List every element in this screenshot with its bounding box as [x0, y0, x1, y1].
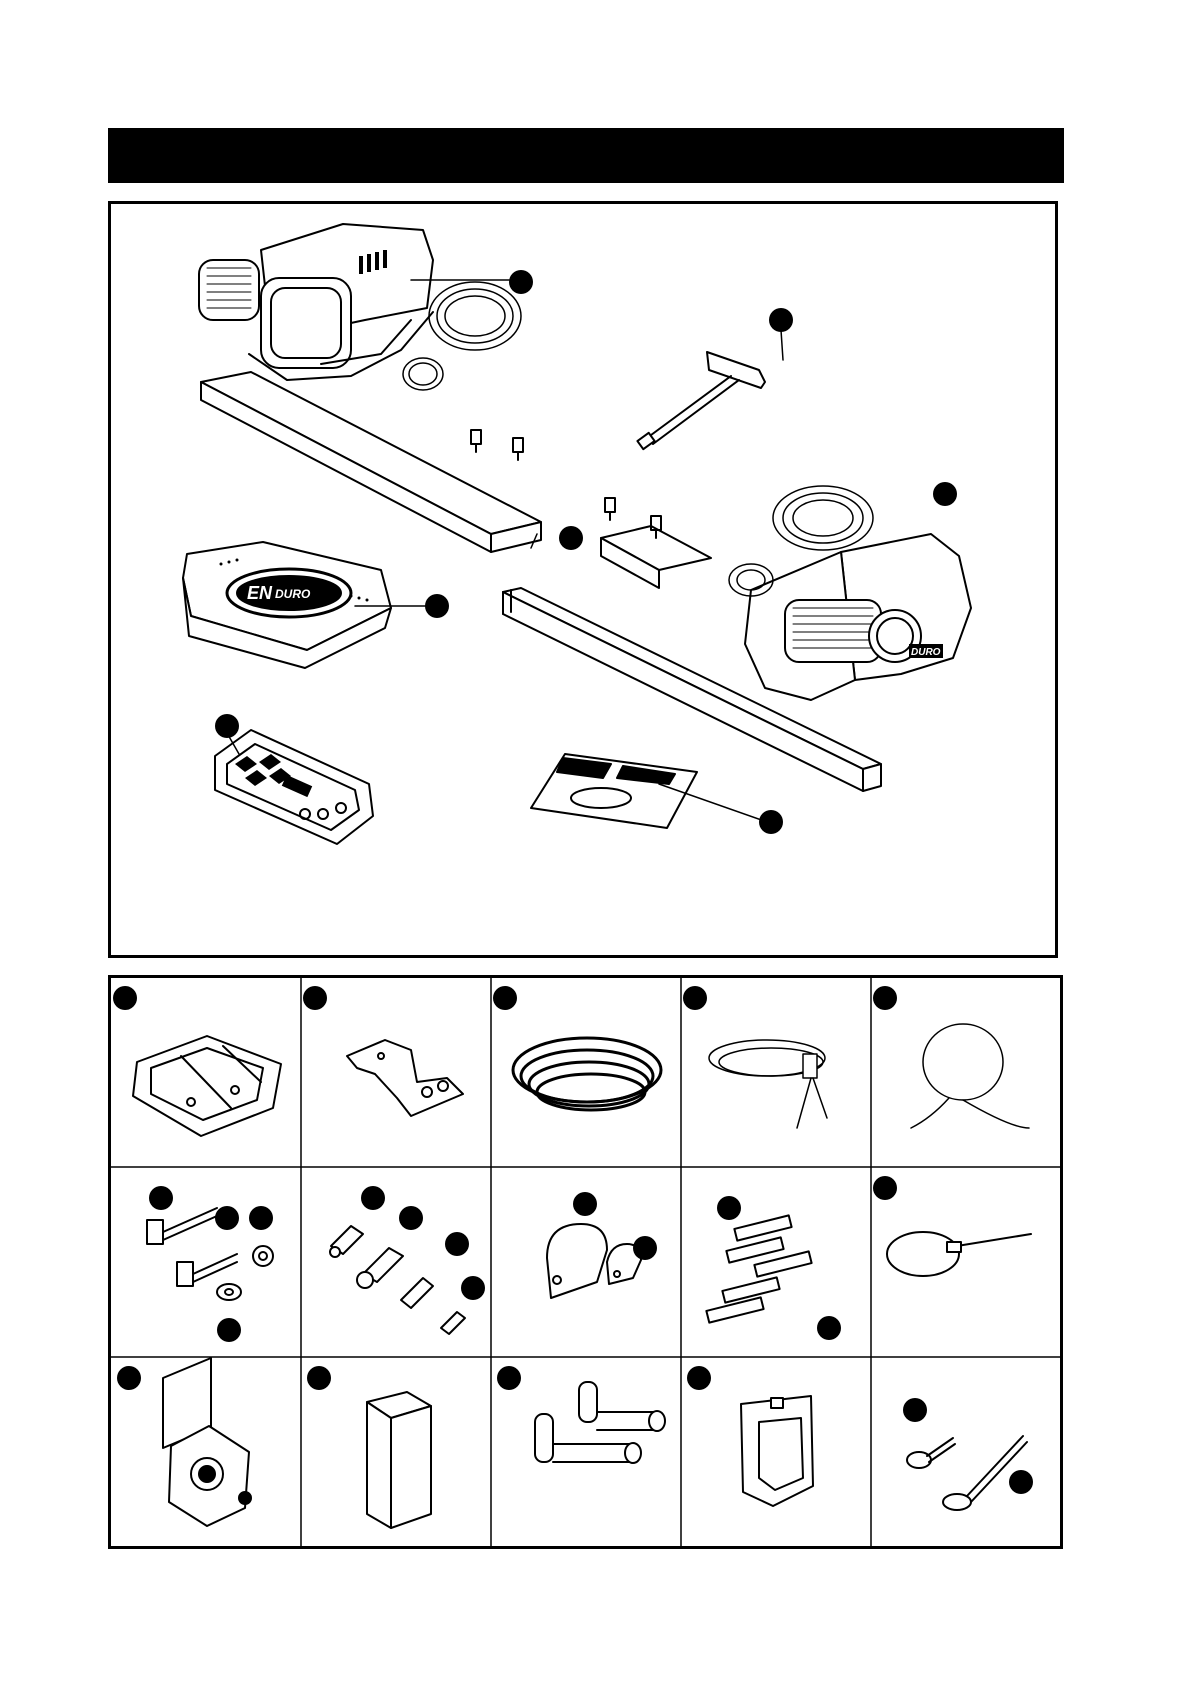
part-cable-spacers — [706, 1215, 811, 1322]
part-cable-lugs — [330, 1226, 465, 1334]
part-tube-stops — [535, 1382, 665, 1463]
parts-grid — [108, 975, 1063, 1549]
assembly-illustration: DURO EN DURO — [111, 204, 1055, 955]
left-cross-tube — [201, 372, 541, 552]
callout-marker-cross-tube — [559, 526, 583, 550]
part-corrugated-conduit — [513, 1038, 661, 1110]
part-cable-with-connector — [709, 1040, 827, 1128]
part-mounting-plate — [133, 1036, 281, 1136]
part-earth-cable — [911, 1024, 1029, 1128]
part-screws — [907, 1436, 1027, 1510]
motor-brand-label: DURO — [911, 647, 941, 658]
control-box: EN DURO — [183, 542, 391, 668]
manual-booklet — [531, 754, 697, 828]
parts-grid-illustration — [111, 978, 1060, 1546]
remote-control — [215, 730, 373, 844]
left-motor-unit — [199, 224, 433, 380]
callout-marker-manual — [759, 810, 783, 834]
callout-marker-left-motor — [509, 270, 533, 294]
part-p-clips — [547, 1224, 641, 1298]
control-box-logo-en: EN — [247, 583, 273, 603]
section-header-bar — [108, 128, 1064, 183]
control-box-logo-duro: DURO — [275, 587, 311, 601]
part-remote-holder — [741, 1396, 813, 1506]
tube-clamp-bolts-left — [471, 430, 523, 460]
callout-marker-remote — [215, 714, 239, 738]
callout-marker-control-box — [425, 594, 449, 618]
callout-marker-wrench — [769, 308, 793, 332]
main-assembly-panel: DURO EN DURO — [108, 201, 1058, 958]
part-isolator-switch — [163, 1358, 251, 1526]
callout-marker-right-motor — [933, 482, 957, 506]
t-handle-wrench — [637, 352, 765, 449]
part-bracket — [347, 1040, 463, 1116]
part-cable-tie — [887, 1232, 1031, 1276]
right-motor-unit: DURO — [745, 534, 971, 700]
part-square-tube-insert — [367, 1392, 431, 1528]
